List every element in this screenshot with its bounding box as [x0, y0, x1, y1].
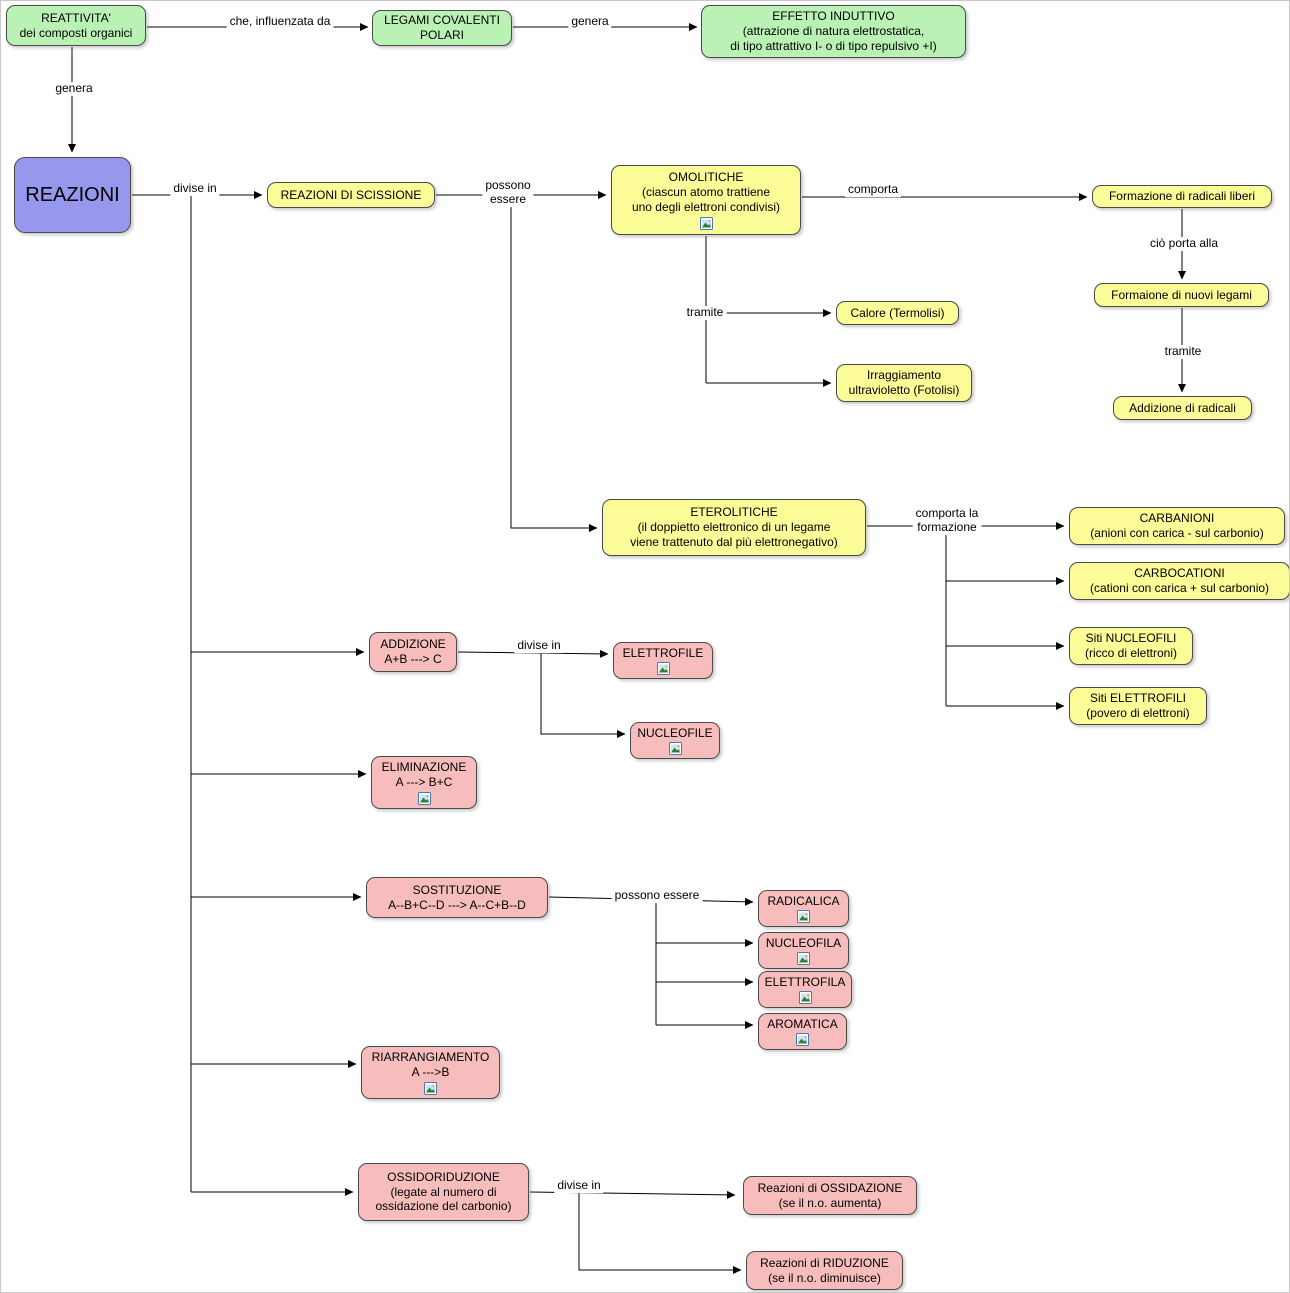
node-irraggiamento-fotolisi[interactable]: Irraggiamento ultravioletto (Fotolisi) [836, 364, 972, 402]
edge-label-tramite-destra[interactable]: tramite [1161, 344, 1205, 359]
node-effetto-induttivo[interactable]: EFFETTO INDUTTIVO (attrazione di natura … [701, 5, 966, 58]
node-label: CARBANIONI (anioni con carica - sul carb… [1090, 511, 1264, 540]
node-eliminazione[interactable]: ELIMINAZIONE A ---> B+C [371, 756, 477, 809]
node-label: Formazione di radicali liberi [1108, 189, 1256, 204]
node-label: SOSTITUZIONE A--B+C--D ---> A--C+B--D [388, 882, 526, 912]
node-label: Calore (Termolisi) [850, 305, 945, 320]
node-reazioni-di-ossidazione[interactable]: Reazioni di OSSIDAZIONE (se il n.o. aume… [743, 1176, 917, 1215]
node-reazioni-di-riduzione[interactable]: Reazioni di RIDUZIONE (se il n.o. diminu… [746, 1251, 903, 1290]
node-label: Addizione di radicali [1129, 400, 1236, 415]
node-label: Siti NUCLEOFILI (ricco di elettroni) [1084, 631, 1178, 660]
node-reattivita[interactable]: REATTIVITA' dei composti organici [6, 5, 146, 46]
image-resource-icon[interactable] [699, 216, 713, 230]
node-addizione[interactable]: ADDIZIONE A+B ---> C [369, 632, 457, 672]
edge-label-divise-in-scissione[interactable]: divise in [170, 181, 220, 196]
node-label: Siti ELETTROFILI (povero di elettroni) [1086, 691, 1190, 720]
node-label: Reazioni di OSSIDAZIONE (se il n.o. aume… [757, 1180, 903, 1210]
edge-label-possono-essere-1[interactable]: possono essere [482, 178, 534, 207]
node-label: OMOLITICHE (ciascun atomo trattiene uno … [631, 170, 781, 214]
node-label: Irraggiamento ultravioletto (Fotolisi) [848, 368, 960, 397]
node-elettrofila[interactable]: ELETTROFILA [758, 971, 852, 1008]
node-label: Formaione di nuovi legami [1111, 287, 1252, 302]
edge-label-divise-in-ossido[interactable]: divise in [554, 1178, 604, 1193]
edge-label-genera-top[interactable]: genera [568, 14, 612, 29]
node-label: RADICALICA [767, 893, 840, 908]
edge-label-genera-left[interactable]: genera [52, 81, 96, 96]
node-label: REATTIVITA' dei composti organici [19, 10, 133, 40]
node-label: CARBOCATIONI (cationi con carica + sul c… [1089, 566, 1270, 595]
image-resource-icon[interactable] [424, 1081, 437, 1095]
image-resource-icon[interactable] [797, 910, 810, 924]
image-resource-icon[interactable] [668, 742, 682, 756]
node-siti-elettrofili[interactable]: Siti ELETTROFILI (povero di elettroni) [1069, 687, 1207, 725]
node-eterolitiche[interactable]: ETEROLITICHE (il doppietto elettronico d… [602, 499, 866, 556]
node-nucleofile[interactable]: NUCLEOFILE [630, 722, 720, 759]
edge-label-tramite-sinistra[interactable]: tramite [683, 305, 727, 320]
connectors [68, 23, 1186, 1274]
node-riarrangiamento[interactable]: RIARRANGIAMENTO A --->B [361, 1046, 500, 1099]
node-label: ETEROLITICHE (il doppietto elettronico d… [630, 505, 838, 549]
node-ossidoriduzione[interactable]: OSSIDORIDUZIONE (legate al numero di oss… [358, 1163, 529, 1221]
node-label: EFFETTO INDUTTIVO (attrazione di natura … [730, 9, 937, 53]
node-label: NUCLEOFILA [765, 935, 842, 950]
node-label: Reazioni di RIDUZIONE (se il n.o. diminu… [760, 1255, 889, 1285]
node-label: REAZIONI [25, 183, 120, 206]
node-label: ELIMINAZIONE A ---> B+C [381, 760, 467, 789]
image-resource-icon[interactable] [656, 662, 670, 676]
node-elettrofile[interactable]: ELETTROFILE [613, 642, 713, 679]
edge-label-comporta-formazione[interactable]: comporta la formazione [912, 506, 982, 535]
node-label: RIARRANGIAMENTO A --->B [371, 1050, 490, 1079]
node-nucleofila[interactable]: NUCLEOFILA [758, 932, 849, 969]
node-carbanioni[interactable]: CARBANIONI (anioni con carica - sul carb… [1069, 507, 1285, 545]
edge-label-possono-essere-2[interactable]: possono essere [611, 888, 703, 903]
node-reazioni-di-scissione[interactable]: REAZIONI DI SCISSIONE [267, 182, 435, 208]
node-formazione-nuovi-legami[interactable]: Formaione di nuovi legami [1094, 283, 1269, 307]
node-siti-nucleofili[interactable]: Siti NUCLEOFILI (ricco di elettroni) [1069, 627, 1193, 665]
node-aromatica[interactable]: AROMATICA [758, 1013, 847, 1050]
edge-label-influenzata[interactable]: che, influenzata da [226, 14, 334, 29]
node-omolitiche[interactable]: OMOLITICHE (ciascun atomo trattiene uno … [611, 165, 801, 235]
node-label: NUCLEOFILE [637, 725, 713, 740]
image-resource-icon[interactable] [798, 991, 812, 1005]
node-carbocationi[interactable]: CARBOCATIONI (cationi con carica + sul c… [1069, 562, 1289, 600]
node-label: ADDIZIONE A+B ---> C [380, 637, 446, 666]
node-radicalica[interactable]: RADICALICA [758, 890, 849, 927]
image-resource-icon[interactable] [797, 952, 810, 966]
node-label: AROMATICA [767, 1016, 838, 1031]
edge-label-cio-porta-alla[interactable]: ciò porta alla [1146, 236, 1222, 251]
node-label: OSSIDORIDUZIONE (legate al numero di oss… [375, 1169, 512, 1214]
node-label: ELETTROFILE [622, 645, 704, 660]
image-resource-icon[interactable] [796, 1033, 809, 1047]
node-label: ELETTROFILA [764, 974, 846, 989]
node-legami-covalenti-polari[interactable]: LEGAMI COVALENTI POLARI [372, 10, 512, 46]
node-reazioni[interactable]: REAZIONI [14, 157, 131, 233]
node-calore-termolisi[interactable]: Calore (Termolisi) [836, 301, 959, 325]
node-label: LEGAMI COVALENTI POLARI [384, 13, 500, 42]
image-resource-icon[interactable] [417, 791, 431, 805]
node-sostituzione[interactable]: SOSTITUZIONE A--B+C--D ---> A--C+B--D [366, 877, 548, 918]
edge-label-comporta[interactable]: comporta [844, 182, 902, 197]
node-label: REAZIONI DI SCISSIONE [280, 187, 422, 202]
edge-label-divise-in-addizione[interactable]: divise in [514, 638, 564, 653]
node-addizione-di-radicali[interactable]: Addizione di radicali [1113, 396, 1252, 420]
node-formazione-radicali-liberi[interactable]: Formazione di radicali liberi [1092, 185, 1272, 208]
